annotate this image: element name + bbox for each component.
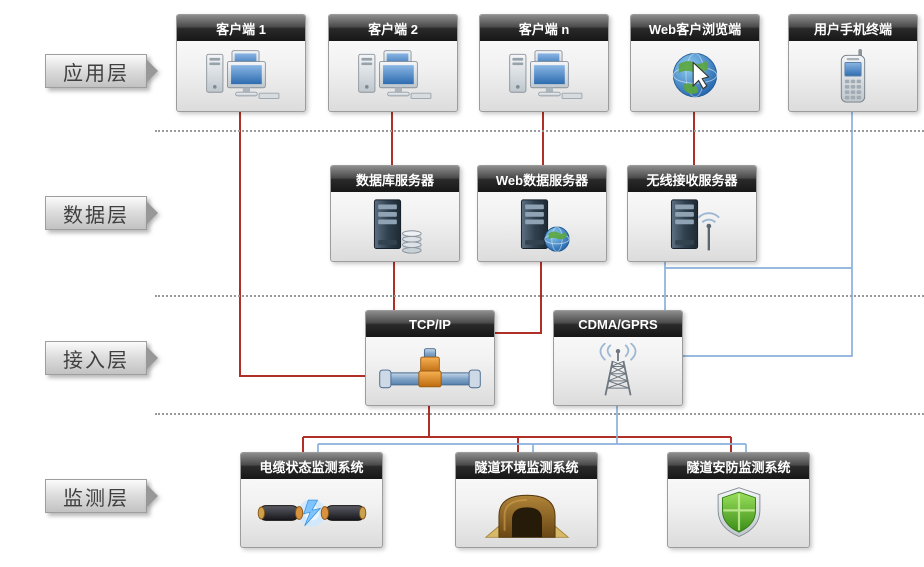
- node-client-2: 客户端 2: [328, 14, 458, 112]
- layer-tab-label: 监测层: [63, 487, 129, 510]
- node-web-client: Web客户浏览端: [630, 14, 760, 112]
- node-title: 电缆状态监测系统: [241, 453, 382, 479]
- layer-separator-2: [155, 295, 924, 297]
- node-title: 用户手机终端: [789, 15, 917, 41]
- node-mobile-terminal: 用户手机终端: [788, 14, 918, 112]
- power-cable-spark-icon: [252, 490, 372, 536]
- node-database-server: 数据库服务器: [330, 165, 460, 262]
- desktop-client-icon: [501, 48, 587, 104]
- node-title: Web数据服务器: [478, 166, 606, 192]
- database-server-icon: [357, 198, 433, 256]
- node-cable-monitoring: 电缆状态监测系统: [240, 452, 383, 548]
- link-client1-tcpip: [239, 110, 365, 377]
- node-title: 隧道安防监测系统: [668, 453, 809, 479]
- node-web-data-server: Web数据服务器: [477, 165, 607, 262]
- layer-tab-monitor: 监测层: [45, 479, 147, 513]
- layer-separator-3: [155, 413, 924, 415]
- security-shield-icon: [711, 486, 767, 540]
- node-title: CDMA/GPRS: [554, 311, 682, 337]
- node-title: TCP/IP: [366, 311, 494, 337]
- layer-tab-data: 数据层: [45, 196, 147, 230]
- web-server-globe-icon: [504, 198, 580, 256]
- t-pipe-connector-icon: [374, 344, 486, 398]
- node-client-n: 客户端 n: [479, 14, 609, 112]
- wireless-server-antenna-icon: [654, 198, 730, 256]
- desktop-client-icon: [350, 48, 436, 104]
- node-title: Web客户浏览端: [631, 15, 759, 41]
- node-cdma-gprs: CDMA/GPRS: [553, 310, 683, 406]
- node-tunnel-env-monitoring: 隧道环境监测系统: [455, 452, 598, 548]
- node-client-1: 客户端 1: [176, 14, 306, 112]
- link-webserver-tcpip: [494, 260, 542, 334]
- mobile-phone-icon: [835, 48, 871, 104]
- layer-tab-application: 应用层: [45, 54, 147, 88]
- web-globe-cursor-icon: [666, 48, 724, 104]
- node-title: 数据库服务器: [331, 166, 459, 192]
- node-tcpip: TCP/IP: [365, 310, 495, 406]
- node-title: 隧道环境监测系统: [456, 453, 597, 479]
- desktop-client-icon: [198, 48, 284, 104]
- layer-tab-label: 应用层: [63, 62, 129, 85]
- layer-tab-label: 数据层: [63, 204, 129, 227]
- layer-tab-access: 接入层: [45, 341, 147, 375]
- node-wireless-server: 无线接收服务器: [627, 165, 757, 262]
- node-title: 无线接收服务器: [628, 166, 756, 192]
- node-title: 客户端 2: [329, 15, 457, 41]
- node-tunnel-security-monitoring: 隧道安防监测系统: [667, 452, 810, 548]
- node-title: 客户端 1: [177, 15, 305, 41]
- layer-separator-1: [155, 130, 924, 132]
- radio-antenna-tower-icon: [582, 343, 654, 399]
- link-phone-cdma: [682, 110, 853, 357]
- node-title: 客户端 n: [480, 15, 608, 41]
- tunnel-icon: [482, 484, 572, 542]
- layer-tab-label: 接入层: [63, 349, 129, 372]
